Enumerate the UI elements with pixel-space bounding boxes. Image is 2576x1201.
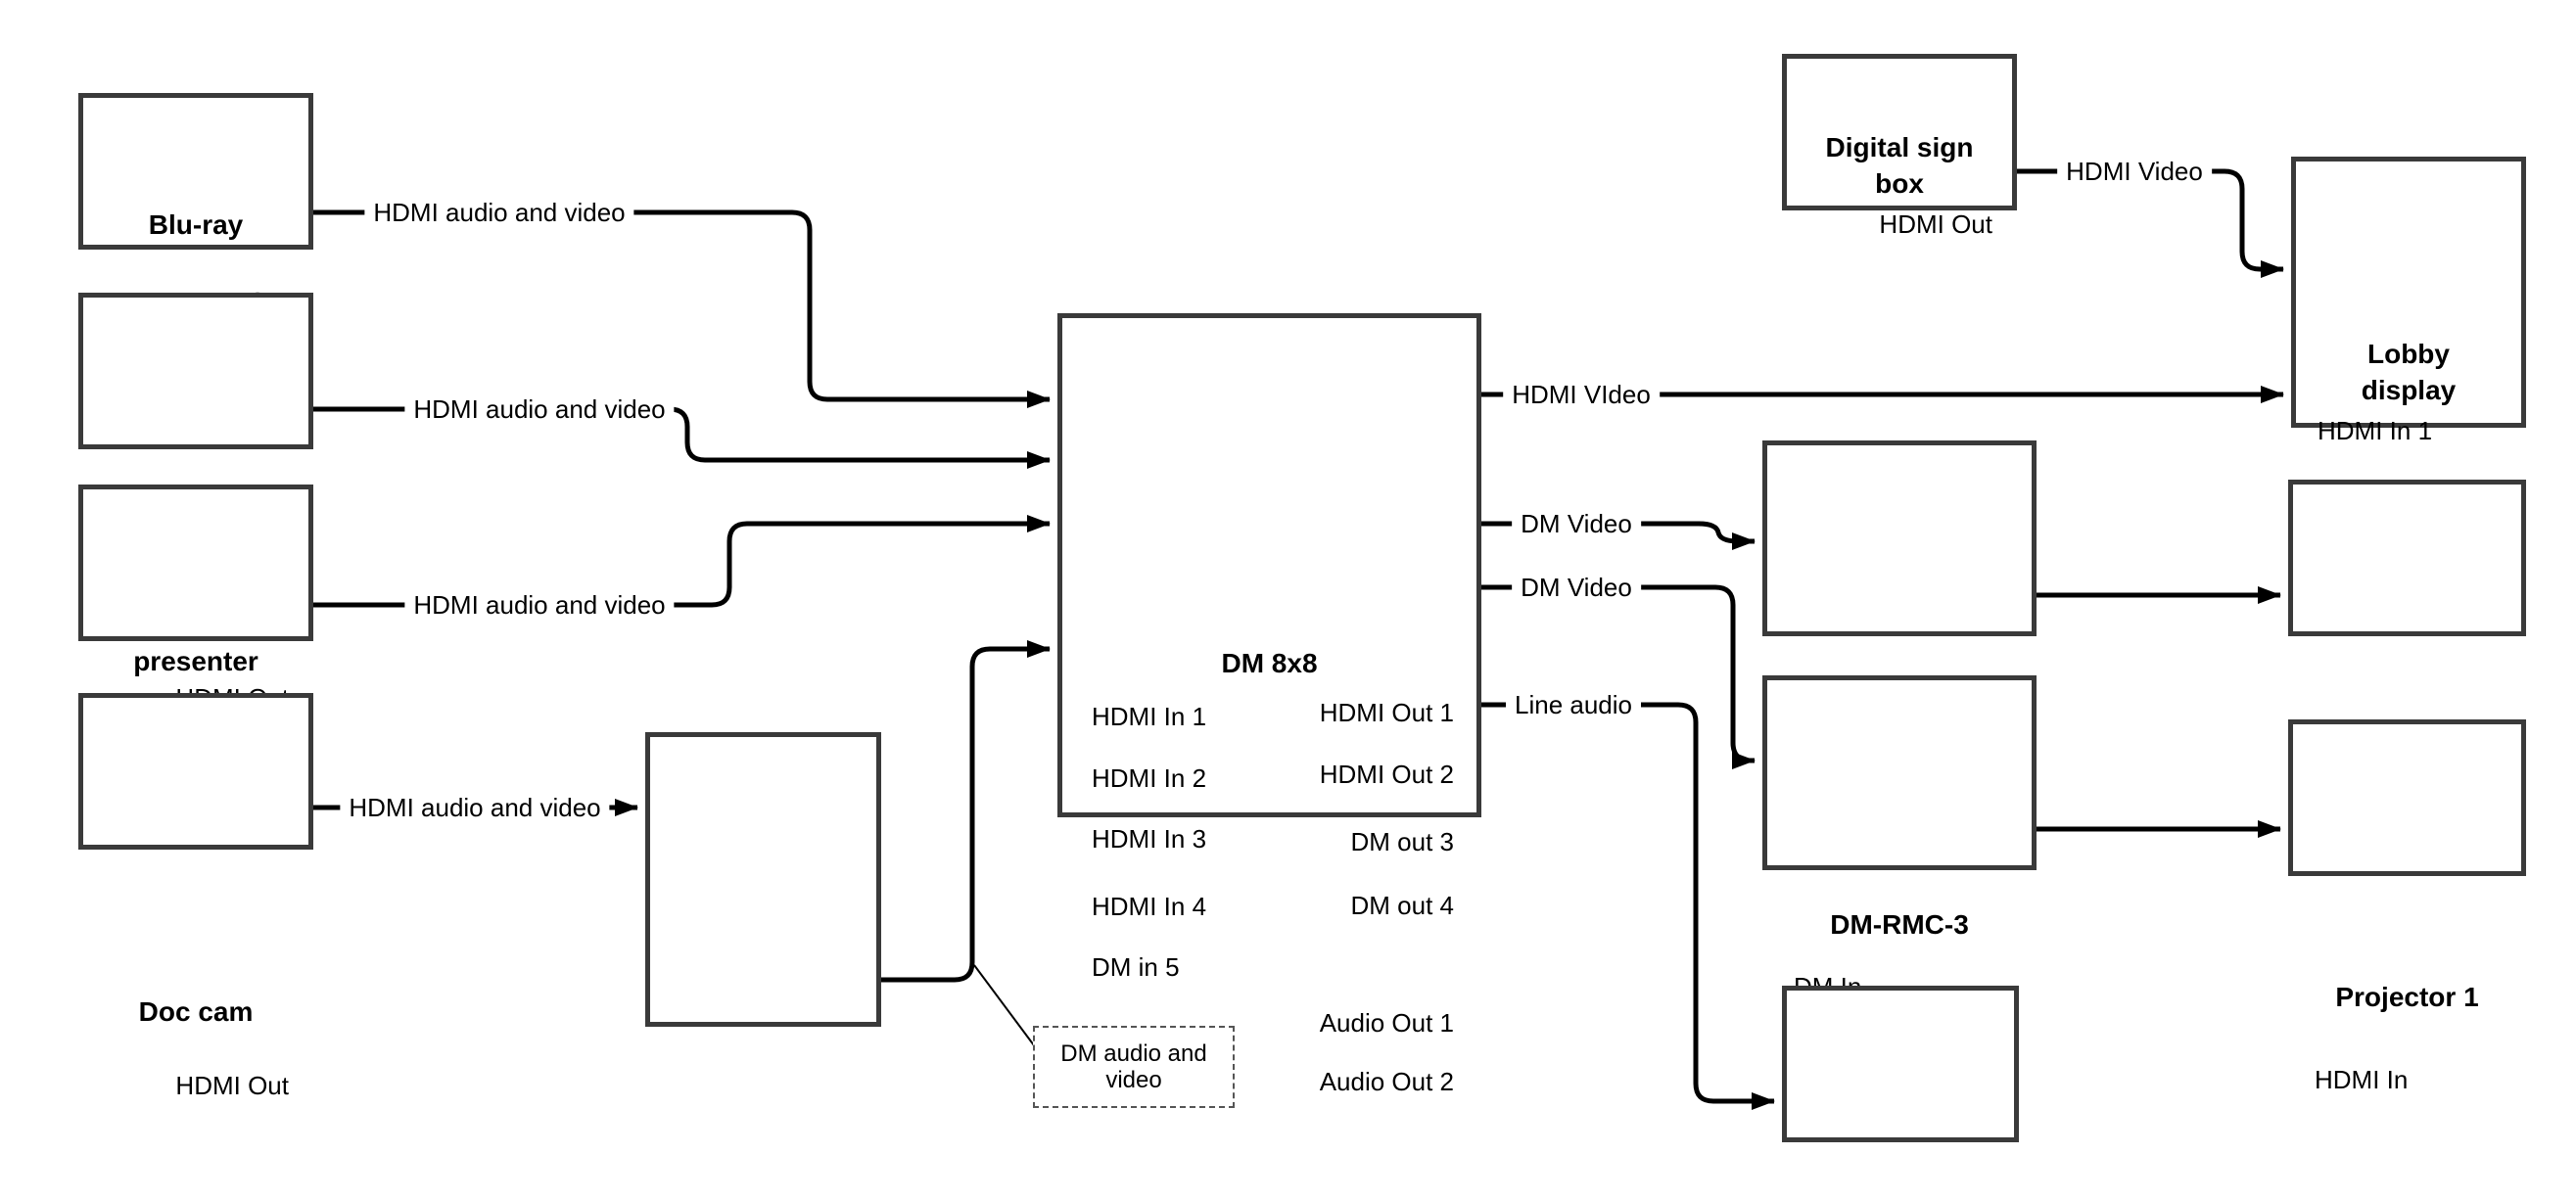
bluray-box: Blu-ray HDMI Out — [78, 93, 313, 314]
wire-dm8x8-out3-to-dmrmc3 — [1481, 521, 1756, 550]
projector-1-box: Projector 1 HDMI In — [2288, 480, 2526, 1092]
wire-label-dm-video-out4: DM Video — [1512, 573, 1641, 602]
dm-8x8-port-audio-out-1: Audio Out 1 — [1319, 1008, 1454, 1038]
dm-rmc-3-title: DM-RMC-3 — [1830, 909, 1969, 940]
wire-label-sign-hdmi-video: HDMI Video — [2057, 157, 2212, 186]
doc-cam-port-hdmi-out: HDMI Out — [175, 1071, 289, 1100]
projector-2-box: Projector 2 HDMI In — [2288, 719, 2526, 876]
digital-sign-title: Digital sign box — [1825, 132, 1974, 199]
dm-8x8-port-hdmi-out-2: HDMI Out 2 — [1319, 760, 1454, 789]
dm-8x8-port-audio-out-2: Audio Out 2 — [1319, 1067, 1454, 1096]
dm-audio-video-note: DM audio and video — [1033, 1026, 1235, 1108]
dm-8x8-box: DM 8x8 HDMI In 1 HDMI In 2 HDMI In 3 HDM… — [1057, 313, 1481, 1094]
doc-cam-box: Doc cam HDMI Out — [78, 485, 313, 1098]
lobby-port-hdmi-in-1: HDMI In 1 — [2318, 416, 2433, 445]
dm-8x8-title: DM 8x8 — [1221, 648, 1318, 678]
wire-dm8x8-audio1-to-amp — [1481, 702, 1775, 1110]
wire-doccam-to-dm8x8-in3 — [313, 515, 1051, 608]
wire-label-line-audio: Line audio — [1506, 690, 1641, 719]
dm-rmc-4-box: DM-RMC-4 DM In HDMI Out — [1762, 675, 2037, 870]
wire-label-bluray: HDMI audio and video — [364, 198, 634, 227]
dm-8x8-port-dm-out-4: DM out 4 — [1350, 891, 1455, 920]
projector-1-port-hdmi-in: HDMI In — [2315, 1065, 2409, 1094]
wire-dmtx1-to-dm8x8-in5 — [881, 640, 1051, 983]
dm-8x8-port-hdmi-in-3: HDMI In 3 — [1092, 824, 1207, 854]
lobby-display-title: Lobby display — [2361, 339, 2457, 405]
dm-8x8-port-dm-out-3: DM out 3 — [1350, 827, 1455, 856]
bluray-title: Blu-ray — [148, 209, 244, 240]
projector-1-title: Projector 1 — [2335, 982, 2479, 1012]
dm-tx-1-box: DM-TX-1 HDMI In Displayport in DM Out — [645, 732, 881, 1027]
wire-bluray-to-dm8x8-in1 — [313, 209, 1051, 408]
amplifier-box: Amplifier Audio in — [1782, 986, 2019, 1142]
digital-sign-port-hdmi-out: HDMI Out — [1879, 209, 1992, 239]
doc-cam-title: Doc cam — [138, 996, 254, 1027]
wireless-presenter-box: Wireless presenter HDMI Out — [78, 293, 313, 711]
wire-label-laptop: HDMI audio and video — [340, 793, 610, 822]
dm-8x8-port-hdmi-in-2: HDMI In 2 — [1092, 763, 1207, 793]
wire-label-dm-video-out3: DM Video — [1512, 509, 1641, 538]
wire-dm8x8-out4-to-dmrmc4 — [1481, 584, 1756, 769]
dm-rmc-3-box: DM-RMC-3 DM In HDMI Out — [1762, 440, 2037, 1052]
laptop-box: Laptop HDMI Out — [78, 693, 313, 850]
wire-label-wireless: HDMI audio and video — [404, 394, 675, 424]
dm-8x8-port-dm-in-5: DM in 5 — [1092, 952, 1180, 982]
digital-sign-box: Digital sign box HDMI Out — [1782, 54, 2017, 237]
wire-wireless-to-dm8x8-in2 — [313, 406, 1051, 469]
dm-8x8-port-hdmi-out-1: HDMI Out 1 — [1319, 698, 1454, 727]
dm-8x8-port-hdmi-in-1: HDMI In 1 — [1092, 702, 1207, 731]
note-callout-line — [973, 964, 1035, 1046]
dm-8x8-port-hdmi-in-4: HDMI In 4 — [1092, 892, 1207, 921]
wire-label-doccam: HDMI audio and video — [404, 590, 675, 620]
lobby-display-box: Lobby display HDMI In 1 HDMI In 2 HDMI I… — [2291, 157, 2526, 569]
wire-sign-to-lobby-in1 — [2017, 168, 2284, 278]
wire-label-hdmi-video-out1: HDMI VIdeo — [1503, 380, 1660, 409]
